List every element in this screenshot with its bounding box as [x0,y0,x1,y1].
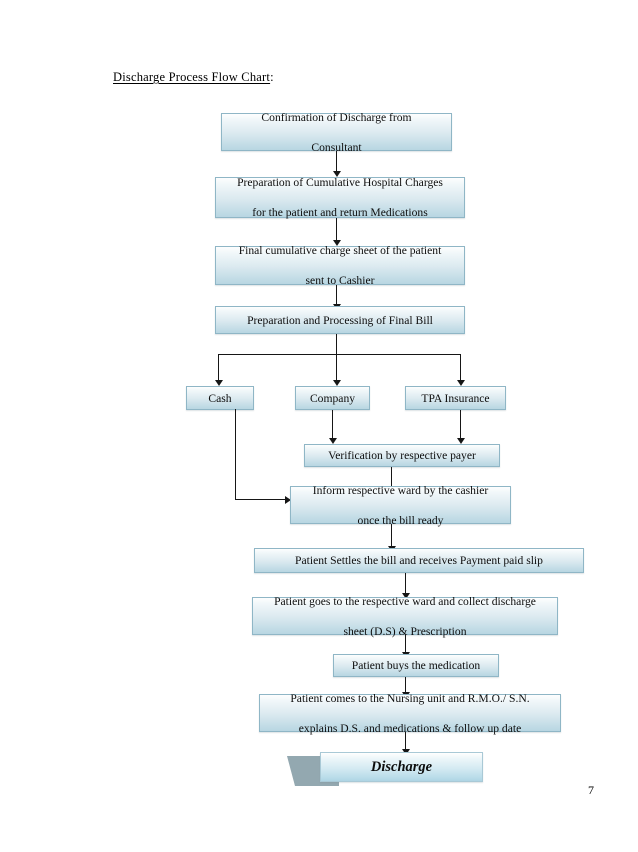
flow-node-cash[interactable]: Cash [186,386,254,410]
flow-node-discharge[interactable]: Discharge [320,752,483,782]
flow-node-9-line2: once the bill ready [357,513,444,527]
flow-node-9-line1: Inform respective ward by the cashier [312,483,489,497]
arrowhead-bus-company [332,380,341,386]
arrowhead-n1-n2 [332,171,341,177]
flow-node-11-line2: sheet (D.S) & Prescription [343,624,467,638]
flow-node-tpa-insurance[interactable]: TPA Insurance [405,386,506,410]
flow-node-2-line1: Preparation of Cumulative Hospital Charg… [237,176,443,189]
flow-node-1-line2: Consultant [311,140,362,154]
connector-tpa-verification [460,410,462,438]
connector-inform-settles [391,524,393,546]
flow-node-final-charge-sheet[interactable]: Final cumulative charge sheet of the pat… [215,244,465,287]
arrowhead-bus-tpa [456,380,465,386]
flow-node-6-line1: Company [309,391,356,405]
arrowhead-bus-cash [214,380,223,386]
arrowhead-n2-n3 [332,240,341,246]
flow-node-confirmation-of-discharge[interactable]: Confirmation of Discharge from Consultan… [221,110,452,154]
flow-node-13-line2: explains D.S. and medications & follow u… [298,721,522,735]
connector-n1-n2 [336,151,338,171]
connector-buys-nursing [405,677,407,692]
page-title: Discharge Process Flow Chart: [113,70,274,85]
connector-nursing-discharge [405,732,407,749]
connector-verification-inform [391,467,393,486]
connector-settles-goes [405,573,407,593]
flow-node-5-line1: Cash [208,391,232,405]
page-title-colon: : [270,70,274,84]
page-title-text: Discharge Process Flow Chart [113,70,271,84]
connector-company-verification [332,410,334,438]
connector-n3-n4 [336,285,338,304]
flow-node-1-line1: Confirmation of Discharge from [261,110,412,124]
connector-branch-bus [218,354,461,356]
flow-node-verification-by-payer[interactable]: Verification by respective payer [304,444,500,467]
flow-node-2-line2: for the patient and return Medications [252,206,428,219]
connector-cash-down [235,409,237,500]
flow-node-8-line1: Verification by respective payer [328,449,476,462]
arrowhead-company-verification [328,438,337,444]
connector-n4-bus [336,334,338,355]
flow-node-3-line1: Final cumulative charge sheet of the pat… [238,244,442,257]
connector-bus-company [336,354,338,380]
arrowhead-settles-goes [401,593,410,599]
connector-bus-tpa [460,354,462,380]
page-number: 7 [588,783,594,797]
flow-node-3-line2: sent to Cashier [305,274,375,287]
flow-node-inform-ward[interactable]: Inform respective ward by the cashier on… [290,483,511,527]
connector-bus-cash [218,354,220,380]
flow-node-patient-settles-bill[interactable]: Patient Settles the bill and receives Pa… [254,548,584,573]
flow-node-patient-buys-medication[interactable]: Patient buys the medication [333,654,499,677]
connector-cash-right [235,499,285,501]
connector-n2-n3 [336,218,338,240]
flow-node-company[interactable]: Company [295,386,370,410]
flow-node-7-line1: TPA Insurance [421,391,490,405]
flow-node-13-line1: Patient comes to the Nursing unit and R.… [290,691,530,705]
arrowhead-tpa-verification [456,438,465,444]
flow-node-patient-nursing-unit[interactable]: Patient comes to the Nursing unit and R.… [259,691,561,735]
flow-node-14-line1: Discharge [370,758,433,775]
flow-node-10-line1: Patient Settles the bill and receives Pa… [295,554,543,567]
arrowhead-cash-inform [285,495,291,504]
connector-goes-buys [405,635,407,652]
flow-node-4-line1: Preparation and Processing of Final Bill [247,313,433,327]
flow-node-patient-collects-discharge-sheet[interactable]: Patient goes to the respective ward and … [252,594,558,638]
flow-node-12-line1: Patient buys the medication [351,659,481,672]
flow-node-preparation-processing-final-bill[interactable]: Preparation and Processing of Final Bill [215,306,465,334]
flow-node-preparation-of-cumulative-charges[interactable]: Preparation of Cumulative Hospital Charg… [215,176,465,219]
flow-node-11-line1: Patient goes to the respective ward and … [274,594,536,608]
